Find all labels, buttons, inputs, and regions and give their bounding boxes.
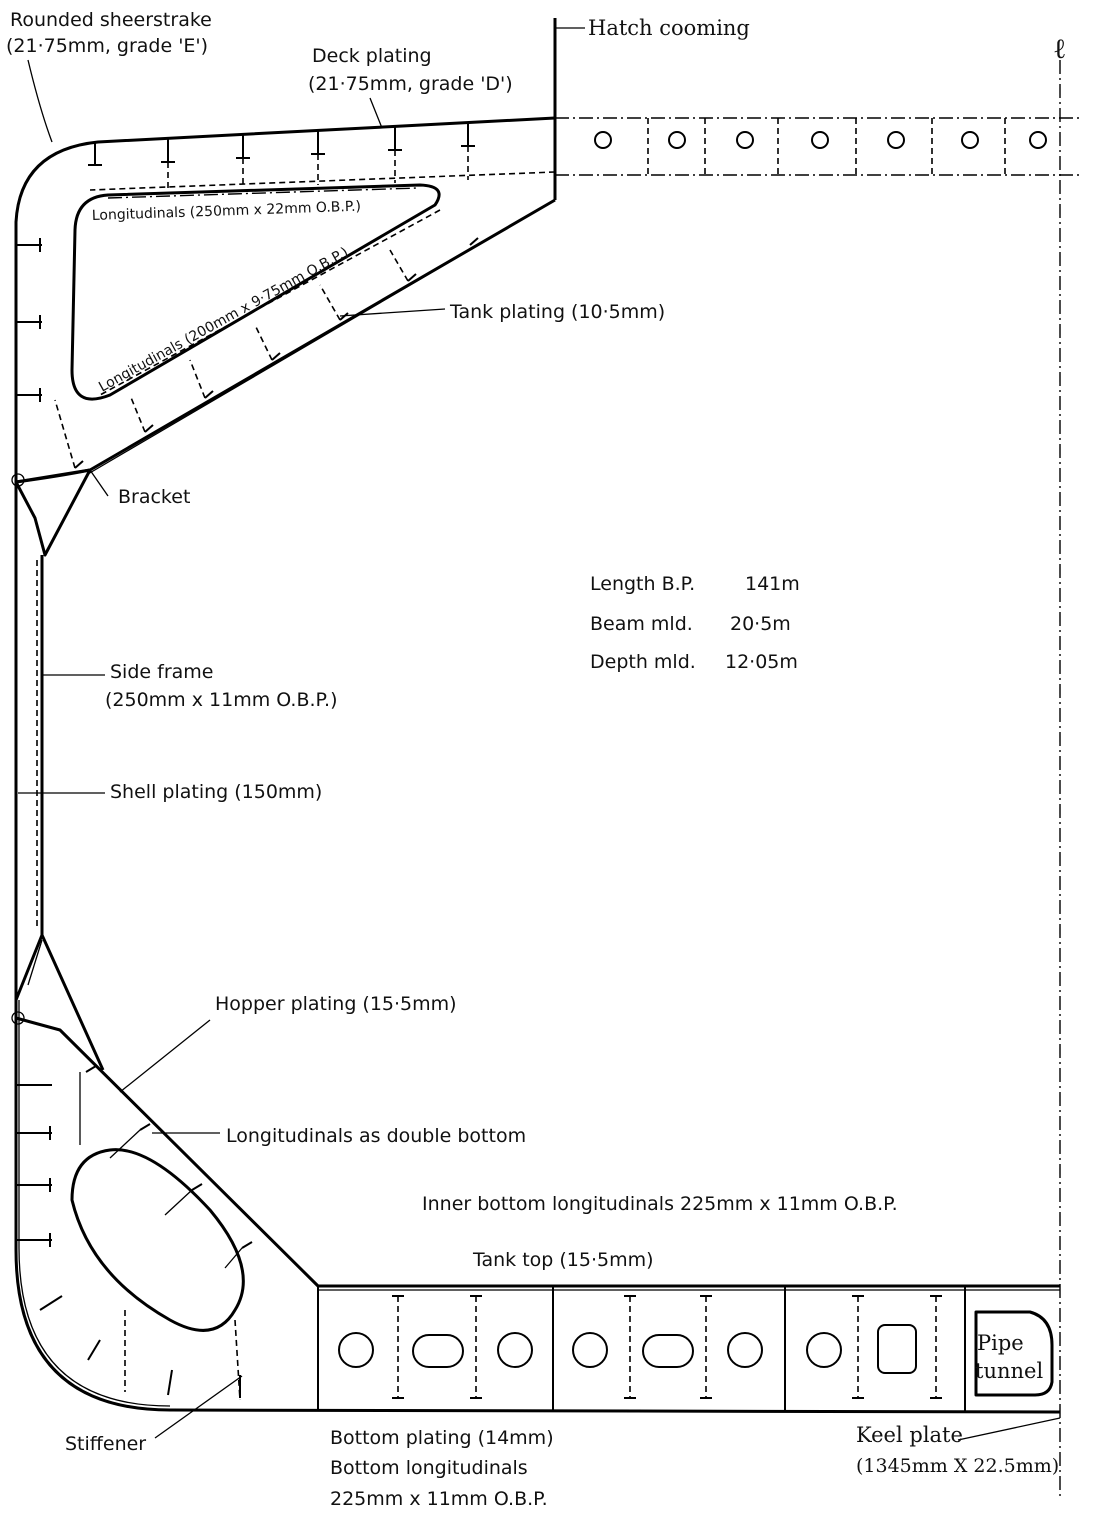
shell-plating-outline xyxy=(14,116,1061,1414)
label-side-frame-2: (250mm x 11mm O.B.P.) xyxy=(105,689,338,711)
label-bottom-1: Bottom plating (14mm) xyxy=(330,1427,554,1449)
pipe-tunnel xyxy=(974,1310,1054,1397)
hopper-plating xyxy=(15,1016,320,1288)
topside-tank xyxy=(11,183,479,1025)
hopper-lightening-hole xyxy=(70,1148,245,1332)
particular-label-1: Beam mld. xyxy=(590,613,693,635)
label-inner-bottom: Inner bottom longitudinals 225mm x 11mm … xyxy=(422,1193,898,1215)
label-pipe-2: tunnel xyxy=(975,1359,1043,1383)
label-keel-2: (1345mm X 22.5mm) xyxy=(856,1455,1059,1477)
label-sheerstrake-2: (21·75mm, grade 'E') xyxy=(6,35,208,57)
label-bottom-2: Bottom longitudinals xyxy=(330,1457,528,1479)
label-keel-1: Keel plate xyxy=(856,1423,963,1447)
label-pipe-1: Pipe xyxy=(977,1331,1024,1355)
topside-tank-inner xyxy=(87,205,546,475)
leader-lines xyxy=(18,59,1061,1441)
label-long-lower: Longitudinals (200mm x 9·75mm O.B.P.) xyxy=(96,244,351,395)
lower-bracket xyxy=(14,933,105,1071)
topside-lightening-hole xyxy=(70,183,441,401)
particular-label-0: Length B.P. xyxy=(590,573,695,595)
label-bracket: Bracket xyxy=(118,486,190,508)
particular-value-0: 141m xyxy=(745,573,800,595)
label-stiffener: Stiffener xyxy=(65,1433,146,1455)
label-shell-plating: Shell plating (150mm) xyxy=(110,781,322,803)
label-deck-1: Deck plating xyxy=(312,45,432,67)
label-tank-top: Tank top (15·5mm) xyxy=(472,1249,654,1271)
hatch-area-holes xyxy=(594,118,1047,175)
label-long-double: Longitudinals as double bottom xyxy=(226,1125,526,1147)
particular-label-2: Depth mld. xyxy=(590,651,696,673)
hull-structure xyxy=(14,18,1080,1500)
deck-underside-dash xyxy=(89,171,556,191)
double-bottom xyxy=(317,1286,1054,1412)
particular-value-1: 20·5m xyxy=(730,613,791,635)
particular-value-2: 12·05m xyxy=(725,651,798,673)
label-bottom-3: 225mm x 11mm O.B.P. xyxy=(330,1488,548,1510)
label-hopper: Hopper plating (15·5mm) xyxy=(215,993,457,1015)
bracket xyxy=(14,468,92,557)
label-side-frame-1: Side frame xyxy=(110,661,213,683)
hopper-tank xyxy=(16,1065,253,1401)
label-tank-plating: Tank plating (10·5mm) xyxy=(449,301,665,323)
bilge-inner-line xyxy=(18,1000,171,1407)
deck-longitudinals xyxy=(88,124,475,190)
label-sheerstrake-1: Rounded sheerstrake xyxy=(10,9,212,31)
label-hatch: Hatch cooming xyxy=(588,16,750,40)
label-deck-2: (21·75mm, grade 'D') xyxy=(308,73,513,95)
lower-bracket-inner xyxy=(27,939,43,986)
label-long-upper: Longitudinals (250mm x 22mm O.B.P.) xyxy=(92,199,362,224)
label-centreline: ℓ xyxy=(1053,32,1066,65)
